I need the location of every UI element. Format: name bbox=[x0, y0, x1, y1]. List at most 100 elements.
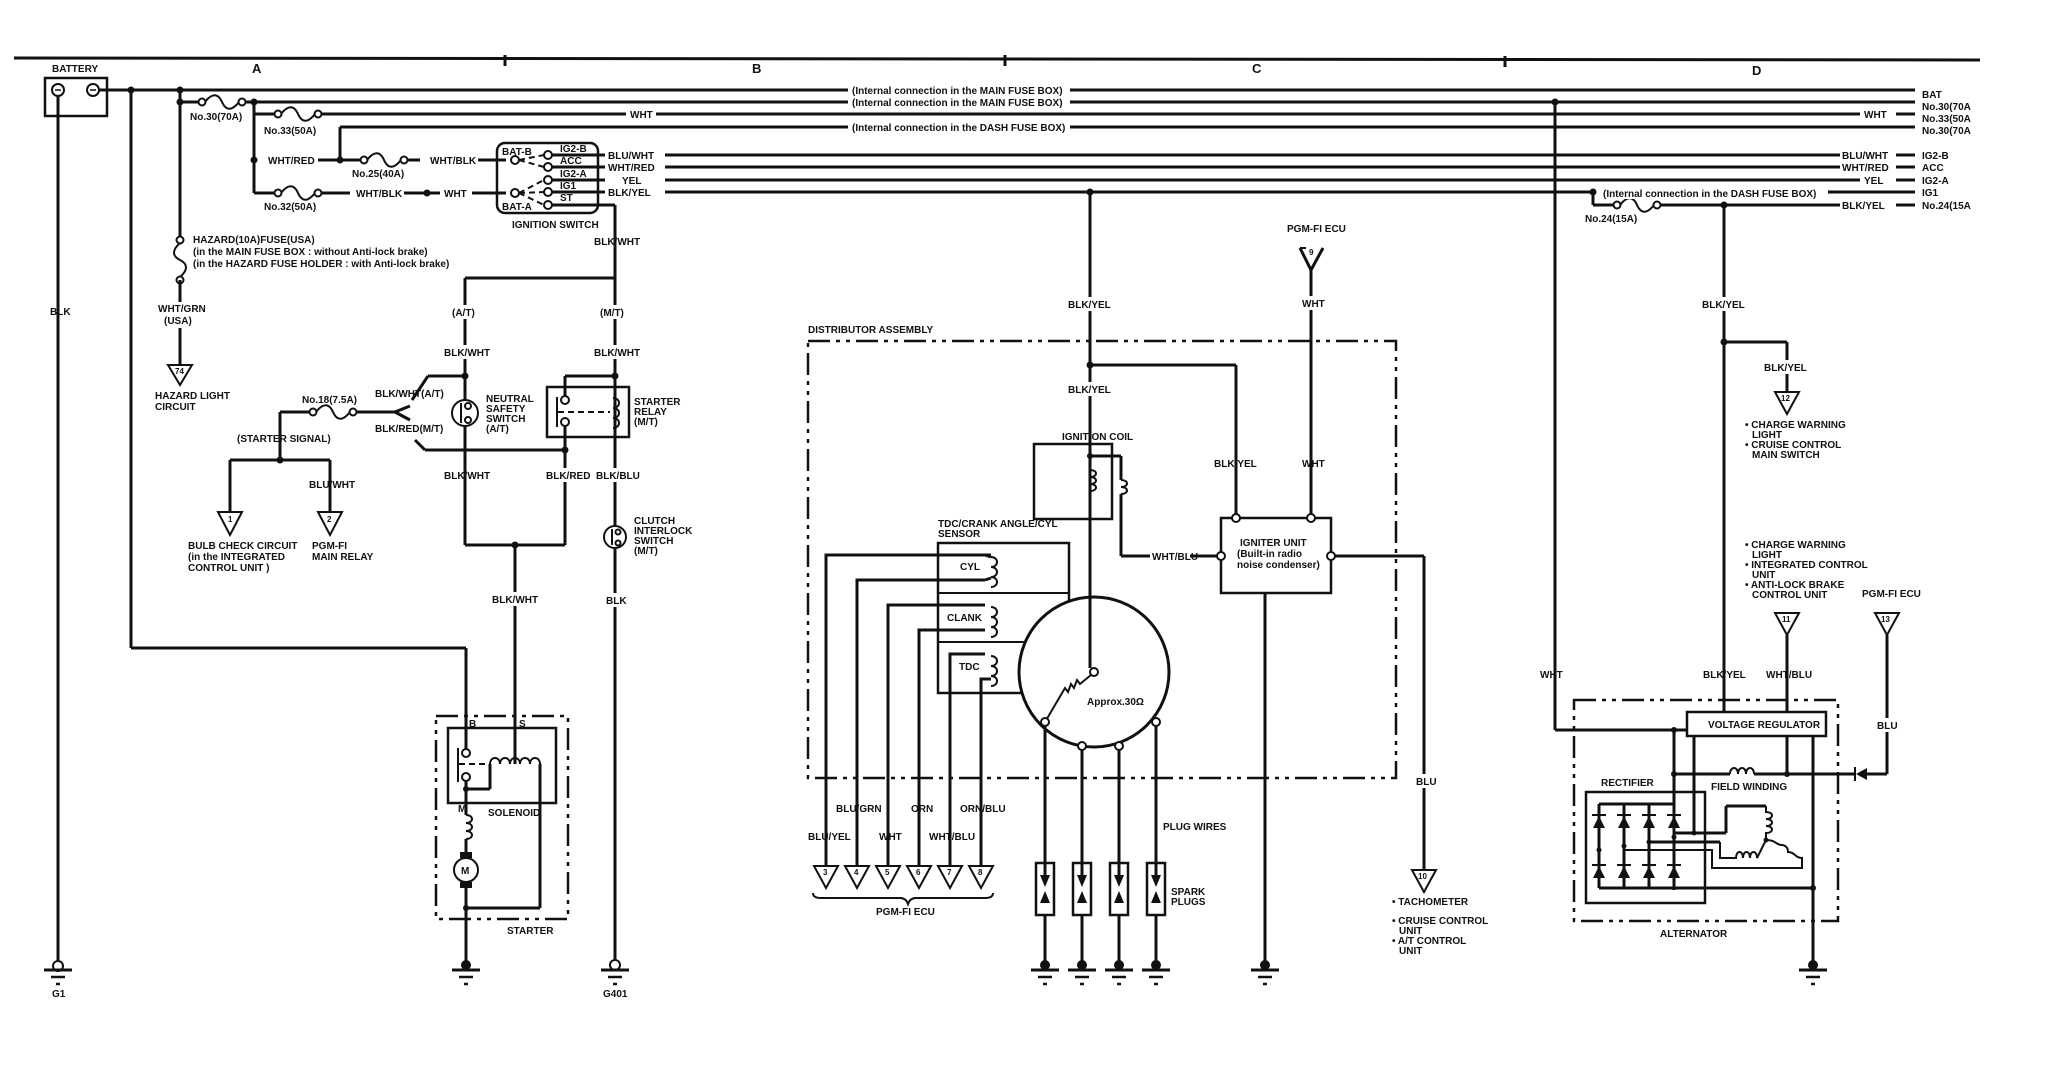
charge-branch-wire: BLK/YEL bbox=[1764, 363, 1807, 374]
ecu-top-wire: WHT bbox=[1302, 299, 1325, 310]
hazard-circuit: HAZARD(10A)FUSE(USA) (in the MAIN FUSE B… bbox=[155, 235, 449, 413]
fuse-no25: No.25(40A) bbox=[352, 169, 404, 180]
charge-blk-yel-wire: BLK/YEL bbox=[1703, 670, 1746, 681]
term-b: B bbox=[469, 719, 476, 730]
igniter-line-2: (Built-in radio bbox=[1237, 549, 1302, 560]
ign-term-ig2b: IG2-B bbox=[560, 144, 587, 155]
clutch-ground-wire: BLK bbox=[606, 596, 627, 607]
ecu-connector-7: 7 bbox=[947, 868, 952, 877]
c11-line-3: • INTEGRATED CONTROL bbox=[1745, 560, 1868, 571]
power-bus: No.30(70A) No.33(50A) WHT/RED No.25(40A)… bbox=[99, 84, 1971, 730]
fuse-no18: No.18(7.5A) bbox=[302, 395, 357, 406]
ign-feed-wire: BLK/YEL bbox=[1068, 300, 1111, 311]
charge-ecu-label: PGM-FI ECU bbox=[1862, 589, 1921, 600]
right-label-no24: No.24(15A bbox=[1922, 201, 1971, 212]
clutch-line-3: SWITCH bbox=[634, 536, 673, 547]
alternator-label: ALTERNATOR bbox=[1660, 929, 1728, 940]
connector-11: 11 bbox=[1782, 615, 1791, 624]
charge-wht-blu-wire: WHT/BLU bbox=[1766, 670, 1812, 681]
fuse-no32: No.32(50A) bbox=[264, 202, 316, 213]
section-a: A bbox=[252, 61, 262, 76]
starter-label: STARTER bbox=[507, 926, 554, 937]
right-wire-3: BLK/YEL bbox=[1842, 201, 1885, 212]
note-main-fuse-2: (Internal connection in the MAIN FUSE BO… bbox=[852, 98, 1063, 109]
sensor-wire-orn: ORN bbox=[911, 804, 933, 815]
c11-line-2: LIGHT bbox=[1752, 550, 1782, 561]
ground-icon bbox=[1249, 960, 1281, 986]
ign-term-ig1: IG1 bbox=[560, 181, 577, 192]
wire-blk-yel: BLK/YEL bbox=[608, 188, 651, 199]
tach-connector: 10 bbox=[1418, 872, 1427, 881]
right-labels: BAT No.30(70A No.33(50A No.30(70A IG2-B … bbox=[1922, 90, 1971, 212]
below-nss-wire: BLK/WHT bbox=[444, 471, 490, 482]
right-wire-wht: WHT bbox=[1864, 110, 1887, 121]
nss-line-1: NEUTRAL bbox=[486, 394, 534, 405]
ign-term-bat-a: BAT-A bbox=[502, 202, 532, 213]
connector-13: 13 bbox=[1881, 615, 1890, 624]
mt-wire: BLK/WHT bbox=[594, 348, 640, 359]
wire-wht-top: WHT bbox=[630, 110, 653, 121]
solenoid-label: SOLENOID bbox=[488, 808, 540, 819]
pgm-relay-line-2: MAIN RELAY bbox=[312, 552, 374, 563]
hazard-circuit-line-2: CIRCUIT bbox=[155, 402, 196, 413]
plug-wires-label: PLUG WIRES bbox=[1163, 822, 1227, 833]
hazard-wire: WHT/GRN bbox=[158, 304, 206, 315]
term-s: S bbox=[519, 719, 526, 730]
hazard-fuse-line-1: HAZARD(10A)FUSE(USA) bbox=[193, 235, 315, 246]
ecu-connector-5: 5 bbox=[885, 868, 890, 877]
ecu-connector-6: 6 bbox=[916, 868, 921, 877]
sensor-line-1: TDC/CRANK ANGLE/CYL bbox=[938, 519, 1058, 530]
ignition-switch-label: IGNITION SWITCH bbox=[512, 220, 599, 231]
hazard-wire-note: (USA) bbox=[164, 316, 192, 327]
clutch-line-2: INTERLOCK bbox=[634, 526, 693, 537]
field-winding-label: FIELD WINDING bbox=[1711, 782, 1787, 793]
igniter-line-3: noise condenser) bbox=[1237, 560, 1320, 571]
starter: B S SOLENOID M M STARTE bbox=[434, 648, 570, 965]
connector-12: 12 bbox=[1781, 394, 1790, 403]
voltage-regulator-label: VOLTAGE REGULATOR bbox=[1708, 720, 1821, 731]
at-wire: BLK/WHT bbox=[444, 348, 490, 359]
igniter-wire-b: WHT bbox=[1302, 459, 1325, 470]
tach-line-3: UNIT bbox=[1399, 926, 1422, 937]
ign-term-st: ST bbox=[560, 193, 573, 204]
ground-g401: G401 bbox=[603, 989, 628, 1000]
hazard-connector: 74 bbox=[175, 367, 184, 376]
ign-term-acc: ACC bbox=[560, 156, 582, 167]
charge-wht-wire: WHT bbox=[1540, 670, 1563, 681]
starter-signal: (STARTER SIGNAL) bbox=[237, 434, 331, 445]
mt-label: (M/T) bbox=[600, 308, 624, 319]
right-label-no33: No.33(50A bbox=[1922, 114, 1971, 125]
battery: BATTERY BLK G1 bbox=[42, 64, 109, 1000]
ign-term-ig2a: IG2-A bbox=[560, 169, 587, 180]
bulb-line-3: CONTROL UNIT ) bbox=[188, 563, 269, 574]
charge-feed-wire: BLK/YEL bbox=[1702, 300, 1745, 311]
note-dash-fuse-2: (Internal connection in the DASH FUSE BO… bbox=[1603, 189, 1816, 200]
ignition-system: BLK/YEL DISTRIBUTOR ASSEMBLY BLK/YEL PGM… bbox=[806, 188, 1488, 986]
sensor-wire-wht-blu: WHT/BLU bbox=[929, 832, 975, 843]
below-relay-wire: BLK/RED bbox=[546, 471, 590, 482]
c12-line-4: MAIN SWITCH bbox=[1752, 450, 1820, 461]
branch-mt: BLK/RED(M/T) bbox=[375, 424, 443, 435]
pgm-relay-connector: 2 bbox=[327, 515, 332, 524]
rectifier-label: RECTIFIER bbox=[1601, 778, 1655, 789]
ecu-connector-3: 3 bbox=[823, 868, 828, 877]
tach-line-1: • TACHOMETER bbox=[1392, 897, 1469, 908]
hazard-fuse-line-2: (in the MAIN FUSE BOX : without Anti-loc… bbox=[193, 247, 428, 258]
fuse-no30: No.30(70A) bbox=[190, 112, 242, 123]
ground-icon bbox=[42, 960, 74, 986]
section-d: D bbox=[1752, 63, 1761, 78]
spark-plugs-line-1: SPARK bbox=[1171, 887, 1206, 898]
relay-line-2: RELAY bbox=[634, 407, 667, 418]
clutch-line-4: (M/T) bbox=[634, 546, 658, 557]
sensor-cyl: CYL bbox=[960, 562, 980, 573]
solenoid-feed-wire: BLK/WHT bbox=[492, 595, 538, 606]
sensor-line-2: SENSOR bbox=[938, 529, 981, 540]
c11-line-4: UNIT bbox=[1752, 570, 1775, 581]
nss-line-2: SAFETY bbox=[486, 404, 526, 415]
neutral-safety-switch bbox=[451, 399, 479, 427]
tach-line-2: • CRUISE CONTROL bbox=[1392, 916, 1488, 927]
hazard-fuse-line-3: (in the HAZARD FUSE HOLDER : with Anti-l… bbox=[193, 259, 449, 270]
igniter-wire-a: BLK/YEL bbox=[1214, 459, 1257, 470]
ground-icon bbox=[1029, 960, 1061, 986]
